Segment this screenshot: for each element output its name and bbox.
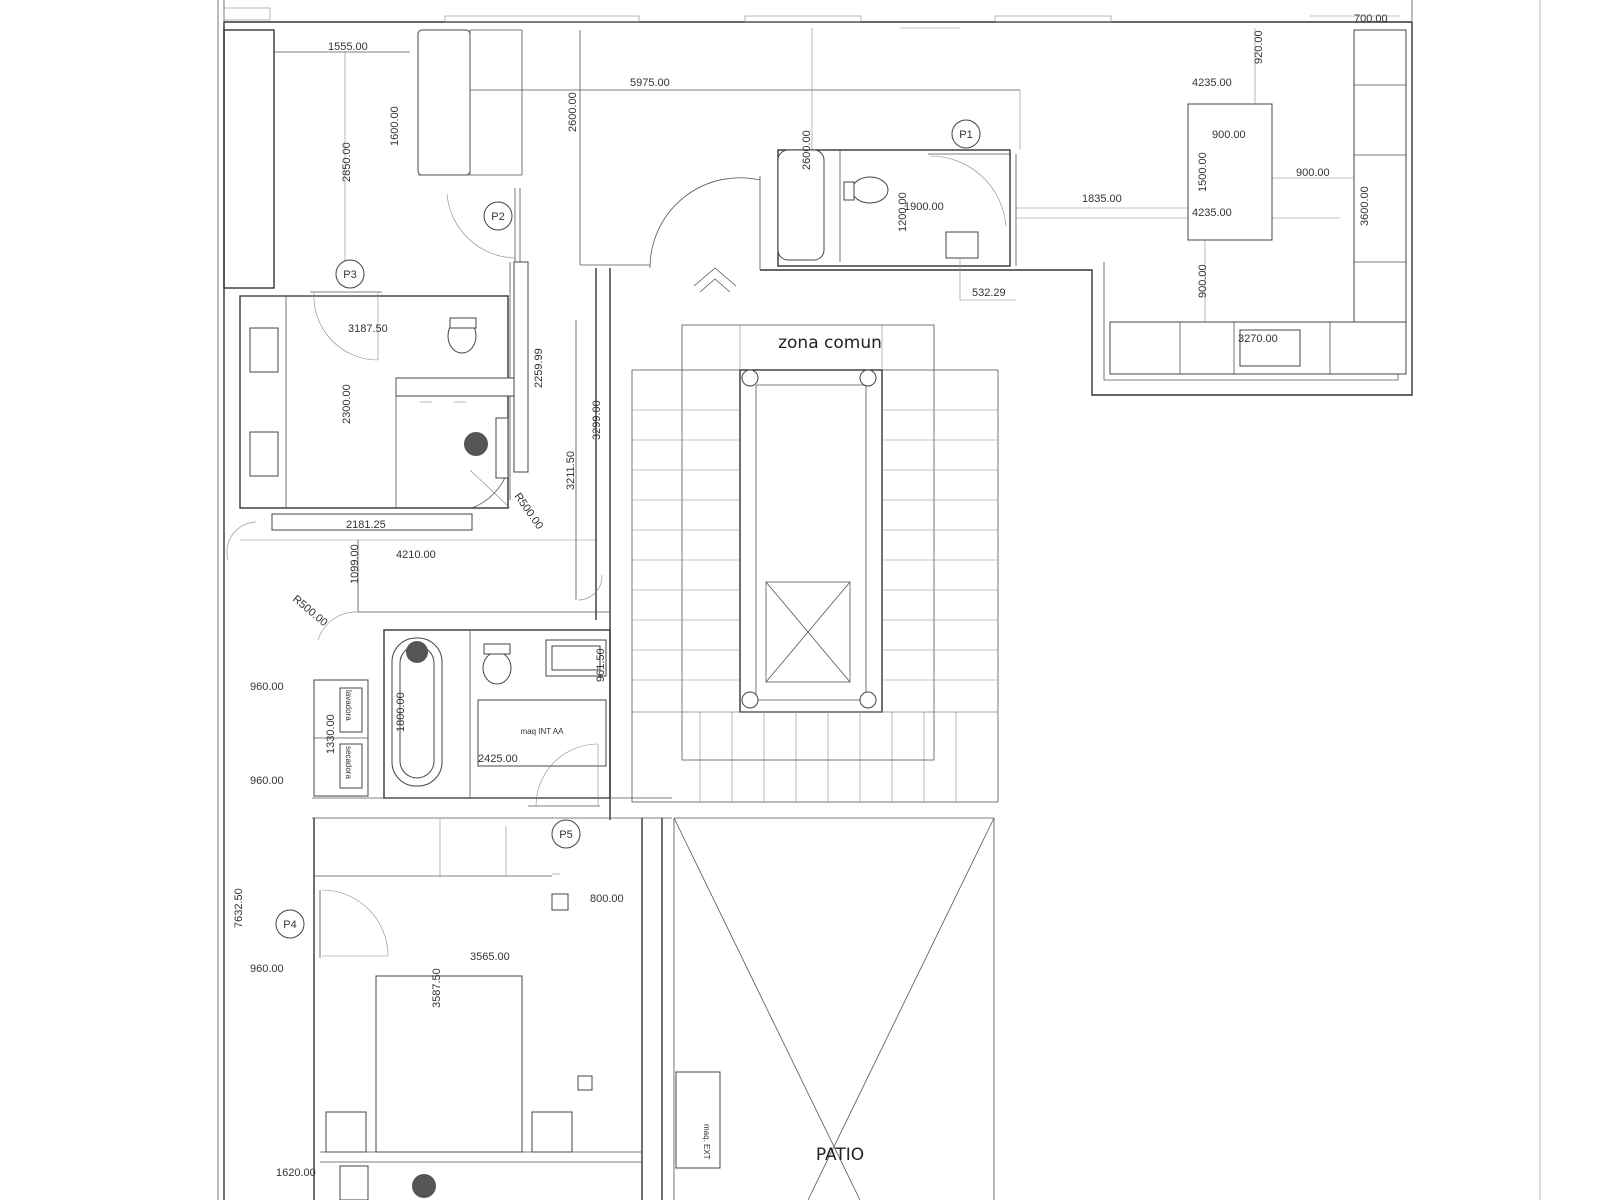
label-lavadora: lavadora bbox=[344, 690, 353, 721]
label-maq-int: maq INT AA bbox=[521, 727, 565, 736]
radius-500-b: R500.00 bbox=[290, 593, 330, 629]
dim-3270: 3270.00 bbox=[1238, 333, 1278, 345]
dim-3600: 3600.00 bbox=[1359, 186, 1371, 226]
ac-external-unit bbox=[675, 1071, 721, 1169]
ac-internal-unit bbox=[477, 699, 607, 767]
dim-920: 920.00 bbox=[1253, 30, 1265, 64]
bathroom-top-left bbox=[226, 261, 596, 561]
shower-drain-icon bbox=[464, 432, 488, 456]
dim-960-b: 960.00 bbox=[250, 775, 284, 787]
dim-1900: 1900.00 bbox=[904, 201, 944, 213]
dim-900-a: 900.00 bbox=[1212, 129, 1246, 141]
dim-1600: 1600.00 bbox=[389, 106, 401, 146]
door-p2: P2 bbox=[446, 188, 521, 262]
bench-bottom bbox=[271, 513, 473, 531]
dim-2259: 2259.99 bbox=[533, 348, 545, 388]
dim-3565: 3565.00 bbox=[470, 951, 510, 963]
dim-961: 961.50 bbox=[595, 648, 607, 682]
dim-2425: 2425.00 bbox=[478, 753, 518, 765]
door-tag-p5 bbox=[551, 819, 581, 849]
toilet-icon-p1 bbox=[851, 176, 889, 204]
central-walls bbox=[357, 176, 761, 820]
kitchen bbox=[1109, 28, 1407, 375]
elevator bbox=[765, 581, 851, 683]
dim-1500: 1500.00 bbox=[1197, 152, 1209, 192]
door-tag-p4-label: P4 bbox=[283, 919, 296, 931]
stairwell bbox=[631, 324, 999, 803]
door-tag-p2-label: P2 bbox=[491, 211, 504, 223]
bathroom-middle: P5 bbox=[317, 611, 611, 849]
kitchen-island bbox=[1187, 103, 1273, 241]
label-maq-ext: maq. EXT bbox=[702, 1124, 711, 1160]
wardrobe-top-left bbox=[223, 28, 1021, 289]
dim-2600-a: 2600.00 bbox=[567, 92, 579, 132]
dim-700: 700.00 bbox=[1354, 13, 1388, 25]
dim-2181: 2181.25 bbox=[346, 519, 386, 531]
bedroom-bottom: P4 bbox=[275, 818, 663, 1200]
stair-core bbox=[739, 369, 883, 713]
dim-800: 800.00 bbox=[590, 893, 624, 905]
wc-p1: P1 bbox=[777, 119, 1340, 301]
dim-1200: 1200.00 bbox=[897, 192, 909, 232]
dim-7632: 7632.50 bbox=[233, 888, 245, 928]
dim-2850: 2850.00 bbox=[341, 142, 353, 182]
label-zona-comun: zona comun bbox=[778, 333, 882, 353]
dim-2300: 2300.00 bbox=[341, 384, 353, 424]
door-tag-p3 bbox=[335, 259, 365, 289]
exterior-walls bbox=[217, 0, 1541, 1200]
door-tag-p3-label: P3 bbox=[343, 269, 356, 281]
door-tag-p2 bbox=[483, 201, 513, 231]
dim-4235-top: 4235.00 bbox=[1192, 77, 1232, 89]
dim-1330: 1330.00 bbox=[325, 714, 337, 754]
dim-3211: 3211.50 bbox=[565, 451, 577, 490]
dim-1835: 1835.00 bbox=[1082, 193, 1122, 205]
dim-960-c: 960.00 bbox=[250, 963, 284, 975]
washer bbox=[339, 687, 363, 733]
radius-500-a: R500.00 bbox=[512, 491, 546, 532]
door-tag-p4 bbox=[275, 909, 305, 939]
dim-900-c: 900.00 bbox=[1197, 264, 1209, 298]
dim-1555: 1555.00 bbox=[328, 41, 368, 53]
dim-960-a: 960.00 bbox=[250, 681, 284, 693]
patio-area bbox=[673, 817, 995, 1200]
dim-2600-b: 2600.00 bbox=[801, 130, 813, 170]
dim-4210: 4210.00 bbox=[396, 549, 436, 561]
dim-1800: 1800.00 bbox=[395, 692, 407, 732]
dim-532: 532.29 bbox=[972, 287, 1006, 299]
screen-panel bbox=[495, 417, 509, 479]
bed bbox=[375, 975, 523, 1153]
dryer bbox=[339, 743, 363, 789]
laundry bbox=[312, 679, 672, 819]
dim-5975: 5975.00 bbox=[630, 77, 670, 89]
dim-4235-mid: 4235.00 bbox=[1192, 207, 1232, 219]
label-patio: PATIO bbox=[816, 1145, 864, 1165]
dim-900-b: 900.00 bbox=[1296, 167, 1330, 179]
door-p3: P3 bbox=[310, 259, 382, 361]
label-secadora: secadora bbox=[344, 746, 353, 779]
door-tag-p1-label: P1 bbox=[959, 129, 972, 141]
dim-3587: 3587.50 bbox=[431, 968, 443, 1008]
dim-1099: 1099.00 bbox=[349, 544, 361, 584]
dim-1620: 1620.00 bbox=[276, 1167, 316, 1179]
dim-3299: 3299.00 bbox=[591, 400, 603, 440]
door-tag-p1 bbox=[951, 119, 981, 149]
door-tag-p5-label: P5 bbox=[559, 829, 572, 841]
dim-3187: 3187.50 bbox=[348, 323, 388, 335]
